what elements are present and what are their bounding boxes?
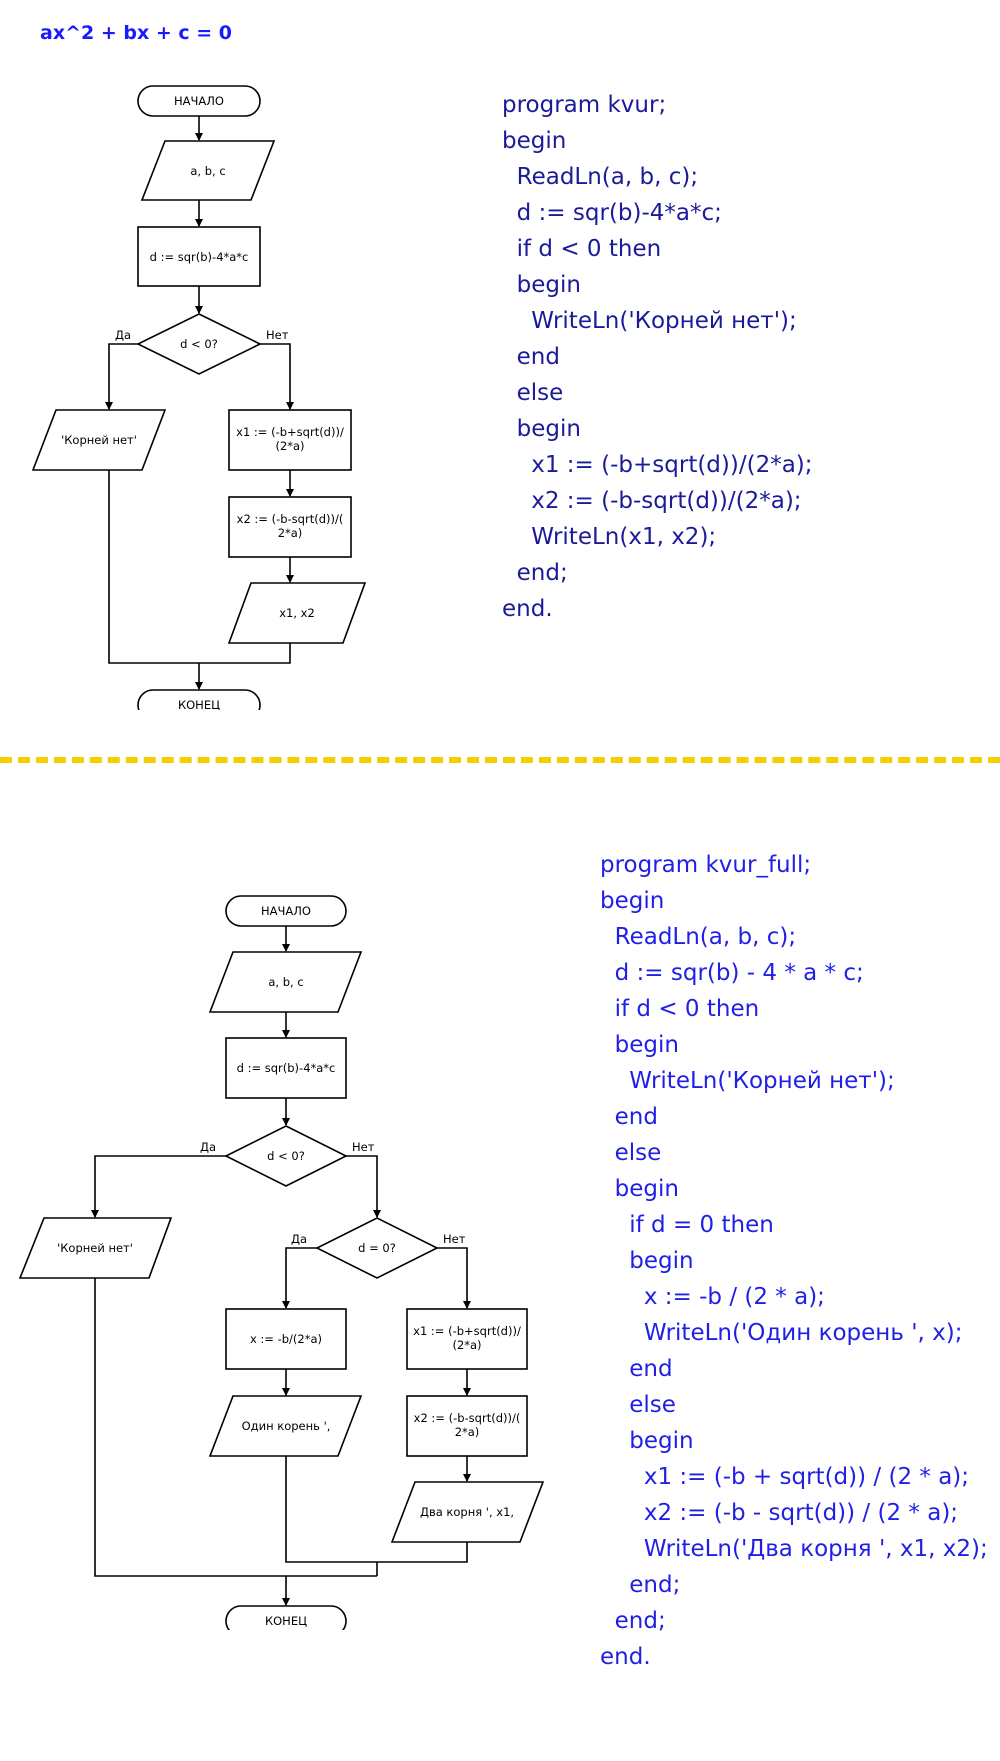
decision-d-eq-0 xyxy=(315,1217,439,1279)
code-line: end xyxy=(600,1104,658,1130)
x1-label-line1: x1 := (-b+sqrt(d))/ xyxy=(413,1324,521,1338)
code-listing-full: program kvur_full;begin ReadLn(a, b, c);… xyxy=(600,847,988,1675)
input-label: a, b, c xyxy=(190,164,225,178)
end-terminal xyxy=(225,1605,347,1630)
output-none-parallelogram xyxy=(18,1217,173,1279)
code-line: WriteLn('Два корня ', x1, x2); xyxy=(600,1536,988,1562)
code-line: end; xyxy=(502,560,568,586)
code-line: begin xyxy=(502,272,581,298)
code-line: begin xyxy=(600,1428,694,1454)
code-line: else xyxy=(600,1140,662,1166)
code-line: begin xyxy=(600,1248,694,1274)
code-line: program kvur; xyxy=(502,92,667,118)
x2-label-line2: 2*a) xyxy=(278,526,303,540)
code-line: x1 := (-b + sqrt(d)) / (2 * a); xyxy=(600,1464,970,1490)
code-line: x1 := (-b+sqrt(d))/(2*a); xyxy=(502,452,813,478)
no2-label: Нет xyxy=(443,1232,466,1246)
yes-label: Да xyxy=(115,328,131,342)
decision2-label: d = 0? xyxy=(358,1241,396,1255)
code-line: end; xyxy=(600,1572,681,1598)
code-line: if d < 0 then xyxy=(502,236,662,262)
calc-label: d := sqr(b)-4*a*c xyxy=(237,1061,336,1075)
code-line: begin xyxy=(600,1176,679,1202)
code-line: x2 := (-b - sqrt(d)) / (2 * a); xyxy=(600,1500,959,1526)
output-none-label: 'Корней нет' xyxy=(57,1241,133,1255)
code-line: else xyxy=(600,1392,676,1418)
x1-process xyxy=(228,409,352,471)
x1-process xyxy=(406,1308,528,1370)
end-label: КОНЕЦ xyxy=(178,698,220,710)
flowchart-full: НАЧАЛО a, b, c d := sqr(b)-4*a*c d < 0? … xyxy=(18,895,545,1630)
code-line: end xyxy=(600,1356,673,1382)
code-line: if d < 0 then xyxy=(600,996,760,1022)
code-line: else xyxy=(502,380,564,406)
x2-label-line1: x2 := (-b-sqrt(d))/( xyxy=(414,1411,521,1425)
x1-label-line2: (2*a) xyxy=(275,439,304,453)
end-terminal xyxy=(137,689,261,710)
x1-label-line2: (2*a) xyxy=(452,1338,481,1352)
x2-label-line1: x2 := (-b-sqrt(d))/( xyxy=(237,512,344,526)
yes1-label: Да xyxy=(200,1140,216,1154)
code-line: end; xyxy=(600,1608,666,1634)
code-line: ReadLn(a, b, c); xyxy=(502,164,699,190)
code-line: x2 := (-b-sqrt(d))/(2*a); xyxy=(502,488,802,514)
calc-label: d := sqr(b)-4*a*c xyxy=(150,250,249,264)
x1-label-line1: x1 := (-b+sqrt(d))/ xyxy=(236,425,344,439)
input-label: a, b, c xyxy=(268,975,303,989)
decision-d-lt-0 xyxy=(224,1125,348,1187)
output-one-label: Один корень ', xyxy=(242,1419,331,1433)
section-divider xyxy=(0,757,1000,763)
end-label: КОНЕЦ xyxy=(265,1614,307,1628)
code-line: begin xyxy=(502,416,581,442)
output-two-parallelogram xyxy=(390,1481,545,1543)
code-line: d := sqr(b) - 4 * a * c; xyxy=(600,960,864,986)
code-line: WriteLn('Корней нет'); xyxy=(600,1068,895,1094)
output-two-label: Два корня ', x1, xyxy=(420,1505,514,1519)
code-line: x := -b / (2 * a); xyxy=(600,1284,825,1310)
code-line: end xyxy=(502,344,560,370)
decision1-label: d < 0? xyxy=(267,1149,305,1163)
calc-process xyxy=(137,226,261,287)
x2-process xyxy=(406,1395,528,1457)
x2-label-line2: 2*a) xyxy=(455,1425,480,1439)
x-single-label: x := -b/(2*a) xyxy=(250,1332,322,1346)
input-parallelogram xyxy=(208,951,363,1013)
flowchart-simple: НАЧАЛО a, b, c d := sqr(b)-4*a*c d < 0? … xyxy=(31,85,367,710)
code-line: begin xyxy=(600,888,665,914)
code-listing-simple: program kvur; begin ReadLn(a, b, c); d :=… xyxy=(502,87,813,627)
code-line: if d = 0 then xyxy=(600,1212,774,1238)
output-none-parallelogram xyxy=(31,409,167,471)
x2-process xyxy=(228,496,352,558)
yes2-label: Да xyxy=(291,1232,307,1246)
output-one-parallelogram xyxy=(208,1395,363,1457)
input-parallelogram xyxy=(140,140,276,201)
output-none-label: 'Корней нет' xyxy=(61,433,137,447)
start-label: НАЧАЛО xyxy=(174,94,224,108)
no1-label: Нет xyxy=(352,1140,375,1154)
code-line: end. xyxy=(502,596,553,622)
decision-diamond xyxy=(136,313,262,375)
start-label: НАЧАЛО xyxy=(261,904,311,918)
code-line: WriteLn('Корней нет'); xyxy=(502,308,797,334)
code-line: end. xyxy=(600,1644,651,1670)
code-line: WriteLn(x1, x2); xyxy=(502,524,717,550)
page-title: ax^2 + bx + c = 0 xyxy=(40,22,233,44)
code-line: begin xyxy=(502,128,567,154)
code-line: WriteLn('Один корень ', x); xyxy=(600,1320,963,1346)
no-label: Нет xyxy=(266,328,289,342)
output-roots-parallelogram xyxy=(227,582,367,644)
decision-label: d < 0? xyxy=(180,337,218,351)
code-line: begin xyxy=(600,1032,679,1058)
code-line: ReadLn(a, b, c); xyxy=(600,924,797,950)
output-roots-label: x1, x2 xyxy=(279,606,315,620)
code-line: d := sqr(b)-4*a*c; xyxy=(502,200,722,226)
code-line: program kvur_full; xyxy=(600,852,812,878)
